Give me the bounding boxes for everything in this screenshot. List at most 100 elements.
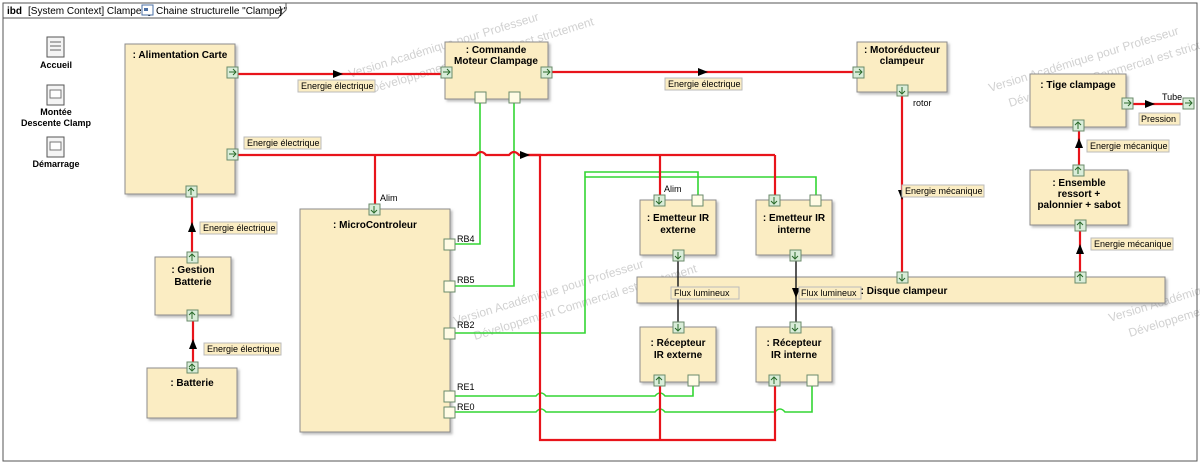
port-arrow-up-icon: [188, 311, 196, 319]
link-rb2-int[interactable]: [585, 176, 817, 200]
title-alimentation-carte: : Alimentation Carte: [133, 50, 228, 61]
port-arrow-up-icon: [188, 253, 196, 261]
port-label-rb2: RB2: [457, 320, 475, 330]
title-emetteur-int-l2: interne: [777, 225, 811, 236]
flow-label-text: Energie électrique: [301, 81, 374, 91]
frame-keyword: ibd: [7, 6, 22, 17]
flow-label-energie-electrique-3: Energie électrique: [243, 136, 322, 150]
arrow-head-icon: [520, 151, 530, 159]
title-batterie: : Batterie: [170, 378, 214, 389]
flow-label-text: Pression: [1141, 114, 1176, 124]
port-arrow-up-icon: [1074, 121, 1082, 129]
link-re1[interactable]: [450, 382, 694, 397]
port-arrow-up-icon: [1074, 166, 1082, 174]
flow-labels: Energie électrique Energie électrique En…: [199, 77, 1181, 356]
title-gestion-l1: : Gestion: [171, 265, 214, 276]
port-arrow-down-icon: [674, 252, 682, 260]
port-arrow-down-icon: [770, 197, 778, 205]
port-label-rb5: RB5: [457, 275, 475, 285]
block-motoreducteur[interactable]: [856, 41, 948, 93]
port-arrow-up-icon: [187, 187, 195, 195]
title-disque-clampeur: : Disque clampeur: [861, 286, 948, 297]
port-arrow-down-icon: [674, 324, 682, 332]
port-emetteur-int-signal[interactable]: [809, 194, 822, 207]
diagram-link-icon-inner: [49, 141, 62, 151]
title-emetteur-int-l1: : Emetteur IR: [763, 213, 826, 224]
link-rb4[interactable]: [450, 100, 481, 245]
link-rb5[interactable]: [450, 100, 515, 287]
port-commande-signal-2[interactable]: [508, 91, 521, 104]
nav-demarrage[interactable]: Démarrage: [32, 136, 80, 169]
block-alimentation-carte[interactable]: [124, 43, 236, 195]
port-label-rotor: rotor: [913, 98, 932, 108]
flow-label-box: [297, 79, 376, 93]
block-ensemble-ressort[interactable]: [1029, 169, 1129, 226]
nav-montee-label: Montée: [40, 107, 72, 117]
port-arrow-icon: [1124, 99, 1132, 107]
nav-accueil[interactable]: Accueil: [40, 36, 72, 70]
port-micro-rb4[interactable]: [443, 238, 456, 251]
link-re0[interactable]: [450, 382, 813, 413]
port-arrow-down-icon: [898, 87, 906, 95]
block-emetteur-ir-interne[interactable]: [755, 199, 833, 256]
port-arrow-icon: [543, 68, 551, 76]
port-labels: rotor Alim Alim Tube RB4 RB5 RB2 RE1 RE0: [380, 92, 1182, 412]
port-micro-re0[interactable]: [443, 406, 456, 419]
port-micro-rb2[interactable]: [443, 327, 456, 340]
title-microcontroleur: : MicroControleur: [333, 220, 417, 231]
port-micro-rb5[interactable]: [443, 280, 456, 293]
title-ensemble-l3: palonnier + sabot: [1037, 200, 1121, 211]
port-recepteur-ext-signal[interactable]: [687, 374, 700, 387]
nav-demarrage-label: Démarrage: [32, 159, 79, 169]
title-recepteur-ext-l2: IR externe: [654, 350, 703, 361]
flow-label-pression: Pression: [1138, 112, 1181, 126]
block-titles: : Alimentation Carte : Commande Moteur C…: [133, 45, 1122, 389]
flow-label-text: Energie mécanique: [905, 186, 983, 196]
arrow-head-icon: [333, 70, 343, 78]
block-microcontroleur[interactable]: [299, 208, 451, 433]
flow-label-energie-mecanique-2: Energie mécanique: [1086, 139, 1170, 153]
link-bus-left[interactable]: [519, 153, 777, 442]
block-recepteur-ir-interne[interactable]: [755, 326, 833, 383]
port-arrow-up-icon: [1076, 221, 1084, 229]
flow-label-text: Energie mécanique: [1090, 141, 1168, 151]
port-label-tube: Tube: [1162, 92, 1182, 102]
block-emetteur-ir-externe[interactable]: [639, 199, 717, 256]
flow-label-box: [1086, 139, 1170, 153]
title-gestion-l2: Batterie: [174, 277, 212, 288]
block-gestion-batterie[interactable]: [154, 256, 232, 316]
flow-label-energie-mecanique-1: Energie mécanique: [901, 184, 985, 198]
blocks: [124, 41, 1166, 433]
title-motoreducteur-l2: clampeur: [880, 56, 925, 67]
port-micro-re1[interactable]: [443, 390, 456, 403]
port-arrow-up-icon: [655, 376, 663, 384]
document-icon: [46, 36, 65, 58]
port-label-re1: RE1: [457, 382, 475, 392]
port-arrow-icon: [1185, 99, 1193, 107]
port-arrow-icon: [229, 150, 237, 158]
flow-label-text: Energie mécanique: [1094, 239, 1172, 249]
port-label-rb4: RB4: [457, 234, 475, 244]
port-recepteur-int-signal[interactable]: [806, 374, 819, 387]
block-tige-clampage[interactable]: [1029, 73, 1127, 128]
flow-label-text: Energie électrique: [247, 138, 320, 148]
link-alim-distribution[interactable]: [235, 150, 775, 157]
port-arrow-down-icon: [655, 197, 663, 205]
port-glyphs: [187, 68, 1193, 384]
port-label-re0: RE0: [457, 402, 475, 412]
block-batterie[interactable]: [146, 367, 238, 419]
nav-descente-label: Descente Clamp: [21, 118, 92, 128]
flow-label-text: Energie électrique: [207, 344, 280, 354]
diagram-link-icon-inner: [49, 89, 62, 99]
port-label-alim-emetteur: Alim: [664, 184, 682, 194]
nav-montee-descente[interactable]: Montée Descente Clamp: [21, 84, 92, 128]
port-emetteur-ext-signal[interactable]: [691, 194, 704, 207]
flow-label-text: Flux lumineux: [674, 288, 730, 298]
port-commande-signal-1[interactable]: [474, 91, 487, 104]
frame-title-end: ]: [279, 6, 282, 17]
flow-label-box: [670, 286, 740, 300]
flow-label-text: Energie électrique: [203, 223, 276, 233]
flow-label-box: [798, 286, 862, 300]
